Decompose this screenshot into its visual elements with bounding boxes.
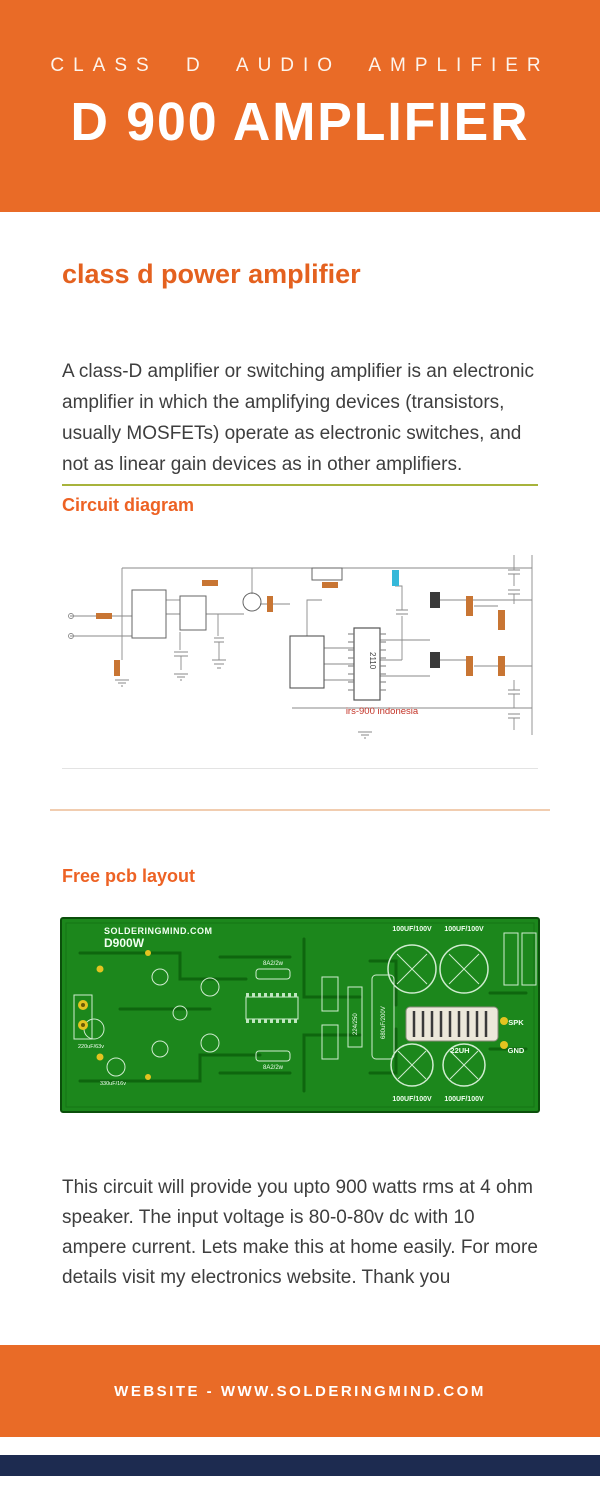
pcb-model-text: D900W xyxy=(104,936,145,950)
pcb-silkscreen xyxy=(73,932,537,1087)
small-cap-label-2: 330uF/16v xyxy=(100,1081,126,1087)
spk-label: SPK xyxy=(508,1018,524,1027)
cap-label-top-left: 100UF/100V xyxy=(392,926,432,933)
pcb-traces xyxy=(78,937,528,1093)
content-area: class d power amplifier A class-D amplif… xyxy=(0,258,600,1293)
cap-label-top-right: 100UF/100V xyxy=(444,926,484,933)
pcb-heading: Free pcb layout xyxy=(62,866,196,886)
footer-banner: WEBSITE - WWW.SOLDERINGMIND.COM xyxy=(0,1345,600,1437)
resistor-label-bottom: 8A2/2w xyxy=(263,1065,284,1071)
gnd-label: GND xyxy=(508,1046,525,1055)
intro-heading: class d power amplifier xyxy=(62,259,361,289)
small-cap-label-1: 220uF/63v xyxy=(78,1044,104,1050)
hero-banner: CLASS D AUDIO AMPLIFIER D 900 AMPLIFIER xyxy=(0,0,600,212)
pcb-inner-edge xyxy=(65,922,535,1108)
peach-divider xyxy=(50,809,550,811)
page-title: D 900 AMPLIFIER xyxy=(70,92,530,152)
pcb-inductor xyxy=(405,1006,499,1042)
olive-divider xyxy=(62,484,538,486)
pcb-pads xyxy=(78,950,508,1080)
resistor-label-top: 8A2/2w xyxy=(263,961,284,967)
cap-label-bottom-left: 100UF/100V xyxy=(392,1096,432,1103)
circuit-diagram-svg: 2110 irs-900 indonesia xyxy=(62,540,538,748)
ic-label: 2110 xyxy=(368,652,377,670)
inductor-label: 22UH xyxy=(450,1046,469,1055)
intro-paragraph: A class-D amplifier or switching amplifi… xyxy=(62,361,534,475)
gray-divider xyxy=(62,768,538,769)
big-cap-label: 680uF/200V xyxy=(381,1006,387,1039)
circuit-diagram-image: 2110 irs-900 indonesia xyxy=(62,540,538,748)
hero-kicker: CLASS D AUDIO AMPLIFIER xyxy=(50,55,550,76)
pcb-brand-text: SOLDERINGMIND.COM xyxy=(104,926,213,936)
film-cap-label: 224/250 xyxy=(353,1013,359,1035)
schematic-components xyxy=(96,567,505,701)
circuit-heading: Circuit diagram xyxy=(62,495,195,515)
outro-paragraph: This circuit will provide you upto 900 w… xyxy=(62,1177,538,1288)
bottom-accent-bar xyxy=(0,1455,600,1476)
pcb-labels: SOLDERINGMIND.COM D900W 100UF/100V 100UF… xyxy=(78,926,525,1103)
cap-label-bottom-right: 100UF/100V xyxy=(444,1096,484,1103)
pcb-layout-image: SOLDERINGMIND.COM D900W 100UF/100V 100UF… xyxy=(60,917,540,1113)
pcb-layout-svg: SOLDERINGMIND.COM D900W 100UF/100V 100UF… xyxy=(60,917,540,1113)
website-text: WEBSITE - WWW.SOLDERINGMIND.COM xyxy=(114,1382,486,1400)
schematic-brand-label: irs-900 indonesia xyxy=(346,706,419,717)
